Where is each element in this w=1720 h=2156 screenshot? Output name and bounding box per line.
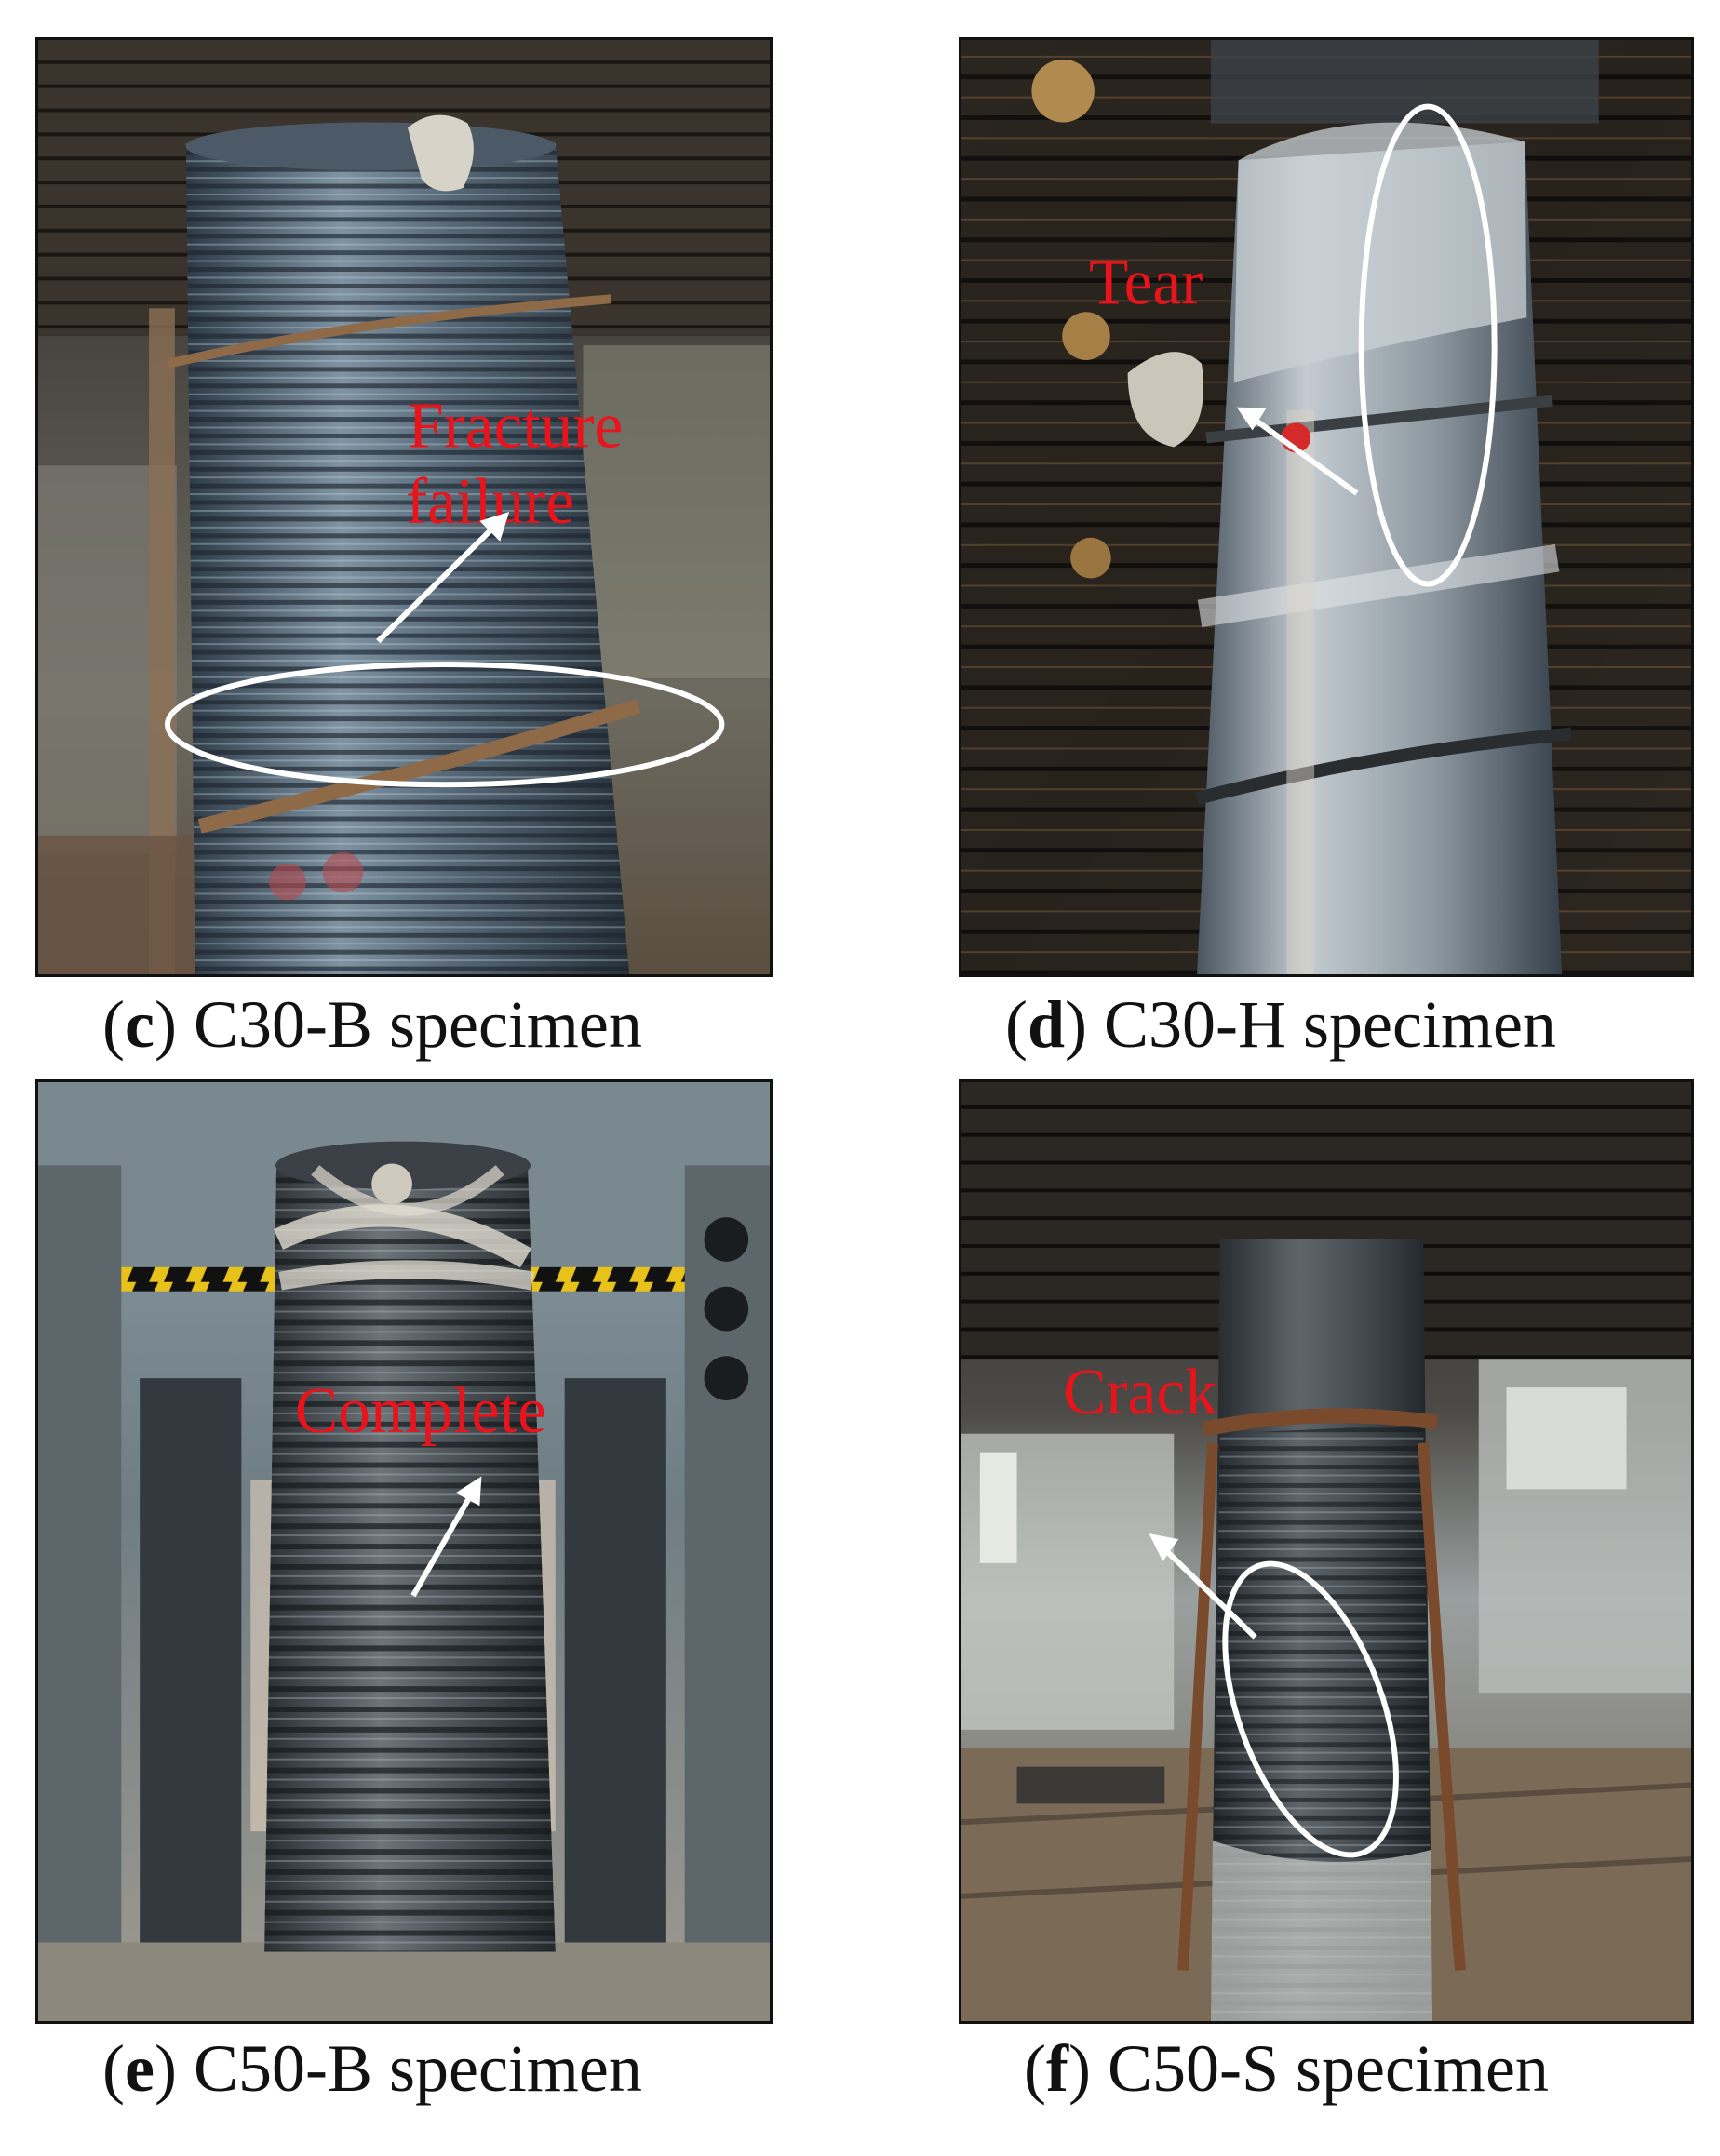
- caption-text-f: C50-S specimen: [1107, 2031, 1549, 2106]
- annotation-tear: Tear: [1089, 247, 1203, 318]
- photo-c30-b-image: Fracture failure: [38, 40, 770, 974]
- caption-letter-e: e: [124, 2031, 155, 2106]
- damage-marker-ellipse-d: [1358, 103, 1498, 587]
- photo-c50-b: Complete: [35, 1079, 773, 2024]
- annotation-crack: Crack: [1063, 1357, 1217, 1428]
- annotation-fracture-failure-line1: Fracture: [408, 390, 623, 462]
- caption-e: (e) C50-B specimen: [102, 2031, 642, 2106]
- annotation-arrow-c: [376, 518, 503, 644]
- photo-c30-h-image: Tear: [961, 40, 1691, 974]
- annotation-arrowhead-c: [479, 511, 510, 542]
- caption-f: (f) C50-S specimen: [1024, 2031, 1549, 2106]
- annotation-arrow-d: [1245, 412, 1359, 496]
- caption-text-d: C30-H specimen: [1104, 987, 1556, 1062]
- caption-letter-d: d: [1027, 987, 1066, 1062]
- photo-c30-b: Fracture failure: [35, 37, 773, 977]
- damage-marker-ellipse-c: [164, 662, 725, 788]
- annotation-arrow-f: [1158, 1542, 1257, 1640]
- annotation-arrowhead-d: [1236, 407, 1267, 431]
- caption-d: (d) C30-H specimen: [1005, 987, 1556, 1062]
- annotation-complete: Complete: [295, 1375, 546, 1447]
- annotation-arrow-e: [410, 1487, 477, 1598]
- caption-letter-c: c: [124, 987, 155, 1062]
- caption-letter-f: f: [1045, 2031, 1068, 2106]
- photo-c50-s-image: Crack: [961, 1082, 1691, 2021]
- annotation-arrowhead-f: [1149, 1533, 1179, 1561]
- damage-marker-ellipse-f: [1222, 1560, 1399, 1858]
- caption-text-c: C30-B specimen: [193, 987, 642, 1062]
- caption-c: (c) C30-B specimen: [102, 987, 642, 1062]
- annotation-arrowhead-e: [455, 1476, 482, 1507]
- photo-c50-b-image: Complete: [38, 1082, 770, 2021]
- caption-text-e: C50-B specimen: [193, 2031, 642, 2106]
- photo-c50-s: Crack: [959, 1079, 1694, 2024]
- photo-c30-h: Tear: [959, 37, 1694, 977]
